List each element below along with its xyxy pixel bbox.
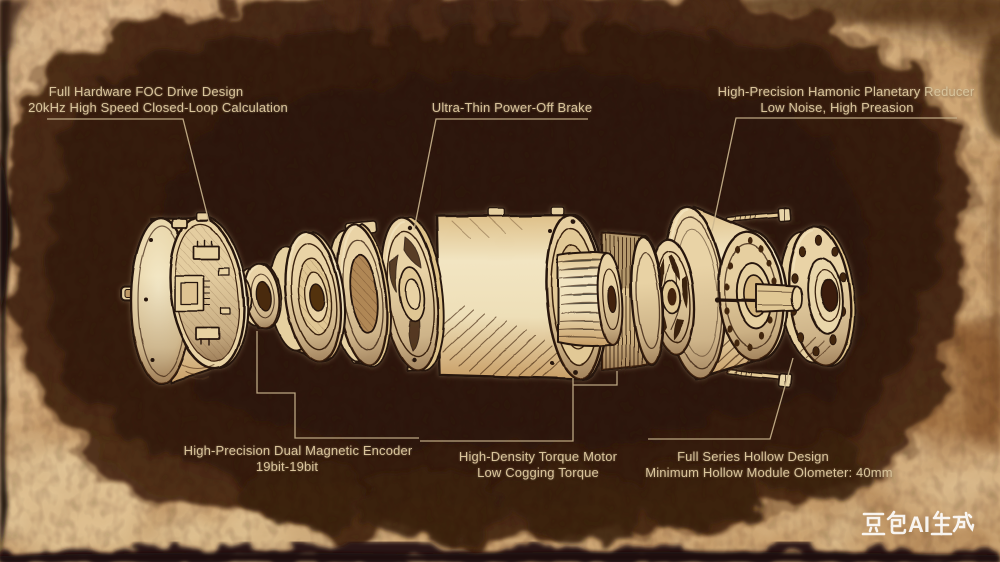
callout-motor: High-Density Torque Motor Low Cogging To… bbox=[388, 449, 688, 481]
leader-encoder bbox=[256, 331, 419, 439]
callout-hollow-line2: Minimum Hollow Module Olometer: 40mm bbox=[645, 465, 893, 480]
encoder-ring bbox=[237, 262, 283, 330]
leader-brake bbox=[413, 118, 588, 231]
callout-encoder-line1: High-Precision Dual Magnetic Encoder bbox=[183, 443, 413, 458]
bolt-top bbox=[725, 206, 792, 223]
rotor bbox=[557, 250, 624, 347]
callout-reducer-line2: Low Noise, High Preasion bbox=[760, 100, 914, 115]
wm-char-dou bbox=[861, 512, 886, 536]
callout-motor-line2: Low Cogging Torque bbox=[477, 465, 599, 480]
wm-latin: AI bbox=[908, 512, 930, 537]
encoder-disc bbox=[268, 230, 347, 363]
callout-motor-line1: High-Density Torque Motor bbox=[458, 449, 618, 464]
callout-brake: Ultra-Thin Power-Off Brake bbox=[362, 100, 662, 116]
callout-hollow: Full Series Hollow Design Minimum Hollow… bbox=[608, 449, 908, 481]
callout-foc-drive-line2: 20kHz High Speed Closed-Loop Calculation bbox=[28, 100, 288, 115]
planet-wheel bbox=[648, 238, 696, 356]
leader-motor bbox=[420, 371, 618, 442]
leader-reducer bbox=[711, 117, 957, 232]
wm-char-bao bbox=[886, 510, 907, 535]
callout-foc-drive-line1: Full Hardware FOC Drive Design bbox=[48, 84, 244, 99]
callout-reducer: High-Precision Hamonic Planetary Reducer… bbox=[696, 84, 996, 116]
callout-hollow-line1: Full Series Hollow Design bbox=[677, 449, 829, 464]
drive-cover bbox=[129, 212, 249, 386]
callout-reducer-line1: High-Precision Hamonic Planetary Reducer bbox=[717, 84, 975, 99]
leader-foc-drive bbox=[47, 118, 210, 223]
leader-hollow bbox=[648, 357, 794, 440]
watermark: AI bbox=[861, 510, 975, 537]
callout-encoder-line2: 19bit-19bit bbox=[255, 459, 319, 474]
wm-char-cheng bbox=[952, 511, 975, 533]
callout-foc-drive: Full Hardware FOC Drive Design 20kHz Hig… bbox=[8, 84, 308, 116]
callout-brake-line1: Ultra-Thin Power-Off Brake bbox=[431, 100, 593, 115]
leader-lines bbox=[47, 117, 957, 442]
bolt-bottom bbox=[726, 368, 793, 389]
stator-plate bbox=[380, 216, 446, 372]
callout-encoder: High-Precision Dual Magnetic Encoder 19b… bbox=[148, 443, 448, 475]
actuator-drawing bbox=[119, 205, 856, 389]
output-flange bbox=[779, 225, 856, 368]
wm-char-sheng bbox=[930, 510, 953, 536]
